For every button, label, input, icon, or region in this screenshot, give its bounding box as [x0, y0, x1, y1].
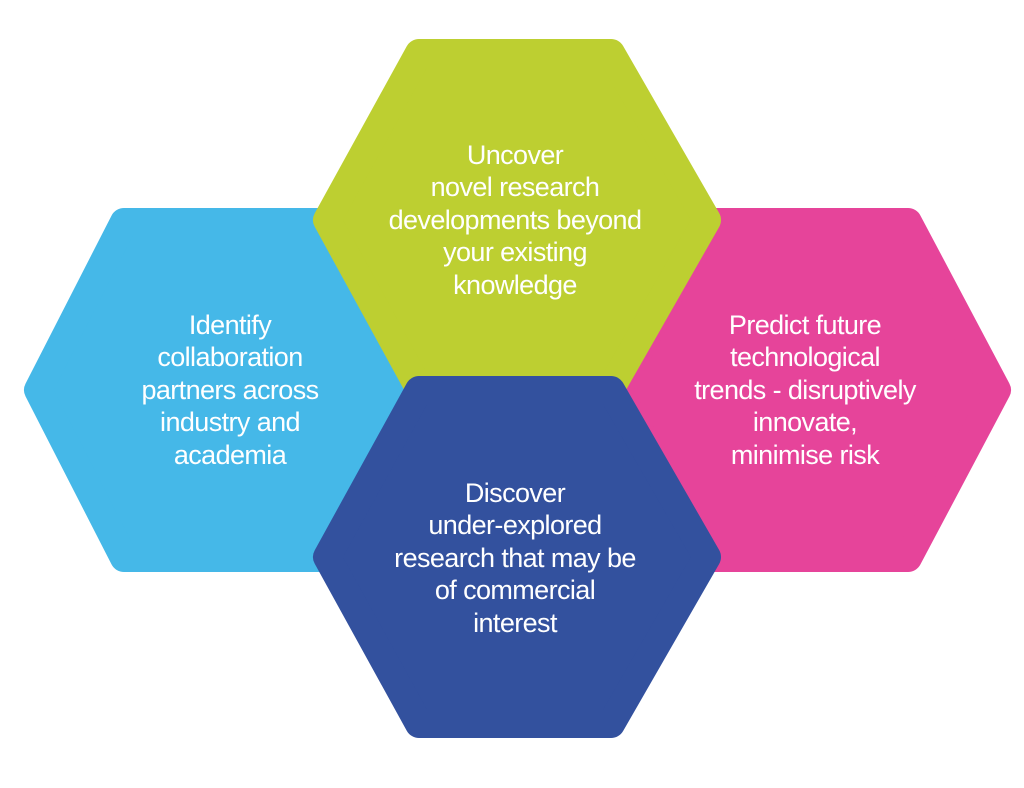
hexagon-navy-label: Discover under-explored research that ma…: [394, 478, 636, 638]
hexagon-navy: [313, 376, 721, 738]
hexagon-green-label: Uncover novel research developments beyo…: [388, 140, 642, 300]
hexagon-pink-label: Predict future technological trends - di…: [694, 310, 916, 470]
hexagon-blue-label: Identify collaboration partners across i…: [141, 310, 319, 470]
